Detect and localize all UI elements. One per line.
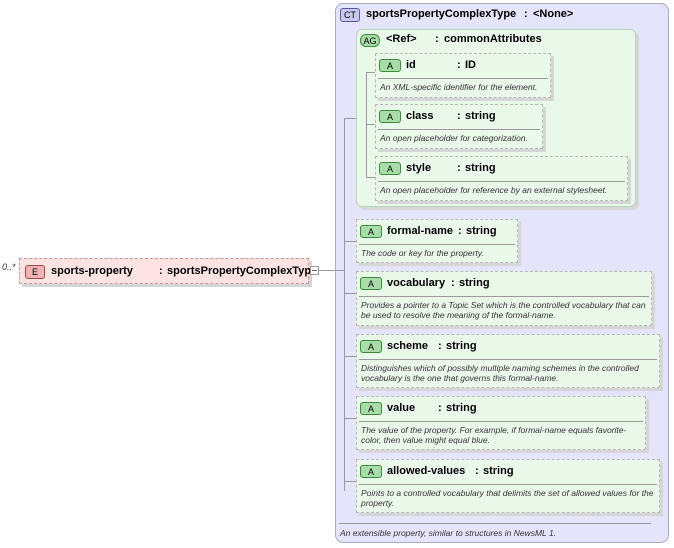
complex-type-doc-separator xyxy=(339,523,651,524)
attribute-separator: : xyxy=(458,225,462,237)
element-occurrence: 0..* xyxy=(2,262,16,272)
attribute-type: string xyxy=(446,402,477,414)
attribute-doc: An open placeholder for reference by an … xyxy=(380,185,608,195)
attribute-name: scheme xyxy=(387,340,428,352)
attribute-separator: : xyxy=(457,59,461,71)
complex-type-base: <None> xyxy=(533,8,574,20)
complex-type-separator: : xyxy=(524,8,528,20)
attribute-allowed-values-box[interactable]: A allowed-values : string Points to a co… xyxy=(356,459,660,513)
element-type: sportsPropertyComplexType xyxy=(167,265,318,277)
attribute-badge: A xyxy=(379,162,401,175)
attribute-separator: : xyxy=(457,162,461,174)
attribute-badge: A xyxy=(360,225,382,238)
attribute-name: formal-name xyxy=(387,225,454,237)
complex-type-name: sportsPropertyComplexType xyxy=(366,8,517,20)
attribute-separator: : xyxy=(438,402,442,414)
attribute-doc: An open placeholder for categorization. xyxy=(380,133,528,143)
attribute-type: string xyxy=(465,162,496,174)
attribute-separator: : xyxy=(438,340,442,352)
attribute-name: value xyxy=(387,402,416,414)
complex-type-badge: CT xyxy=(340,8,360,22)
attribute-class-box[interactable]: A class : string An open placeholder for… xyxy=(375,104,543,149)
attribute-badge: A xyxy=(360,277,382,290)
attribute-vocabulary-box[interactable]: A vocabulary : string Provides a pointer… xyxy=(356,271,652,326)
attribute-name: allowed-values xyxy=(387,465,466,477)
attribute-name: id xyxy=(406,59,416,71)
attribute-scheme-box[interactable]: A scheme : string Distinguishes which of… xyxy=(356,334,660,388)
attribute-badge: A xyxy=(360,340,382,353)
attribute-badge: A xyxy=(379,110,401,123)
attribute-value-box[interactable]: A value : string The value of the proper… xyxy=(356,396,646,450)
attribute-doc: An XML-specific identifier for the eleme… xyxy=(380,82,538,92)
attribute-badge: A xyxy=(379,59,401,72)
attribute-id-box[interactable]: A id : ID An XML-specific identifier for… xyxy=(375,53,551,98)
attribute-type: string xyxy=(446,340,477,352)
attribute-group-ref: <Ref> xyxy=(386,33,417,45)
attribute-separator: : xyxy=(475,465,479,477)
attribute-doc: Provides a pointer to a Topic Set which … xyxy=(361,300,646,320)
element-name: sports-property xyxy=(51,265,133,277)
attribute-type: string xyxy=(466,225,497,237)
attribute-type: string xyxy=(459,277,490,289)
attribute-group-badge: AG xyxy=(360,34,380,47)
complex-type-doc: An extensible property, similar to struc… xyxy=(340,528,557,538)
attribute-style-box[interactable]: A style : string An open placeholder for… xyxy=(375,156,628,201)
connector-element-to-type xyxy=(319,270,336,271)
expand-toggle-icon[interactable] xyxy=(310,266,319,275)
attribute-formal-name-box[interactable]: A formal-name : string The code or key f… xyxy=(356,219,518,263)
attribute-name: style xyxy=(406,162,432,174)
attribute-separator: : xyxy=(457,110,461,122)
attribute-doc: The value of the property. For example, … xyxy=(361,425,627,445)
attribute-doc: Points to a controlled vocabulary that d… xyxy=(361,488,654,508)
attribute-doc: The code or key for the property. xyxy=(361,248,484,258)
attribute-group-name: commonAttributes xyxy=(444,33,542,45)
attribute-doc: Distinguishes which of possibly multiple… xyxy=(361,363,639,383)
attribute-badge: A xyxy=(360,402,382,415)
attribute-name: vocabulary xyxy=(387,277,446,289)
attribute-type: ID xyxy=(465,59,476,71)
element-badge: E xyxy=(25,265,45,279)
element-node[interactable]: E sports-property : sportsPropertyComple… xyxy=(19,258,317,284)
tree-trunk xyxy=(344,118,345,491)
attribute-name: class xyxy=(406,110,434,122)
attribute-group-separator: : xyxy=(435,33,439,45)
element-type-separator: : xyxy=(159,265,163,277)
attribute-badge: A xyxy=(360,465,382,478)
attribute-type: string xyxy=(483,465,514,477)
attribute-separator: : xyxy=(451,277,455,289)
attribute-type: string xyxy=(465,110,496,122)
